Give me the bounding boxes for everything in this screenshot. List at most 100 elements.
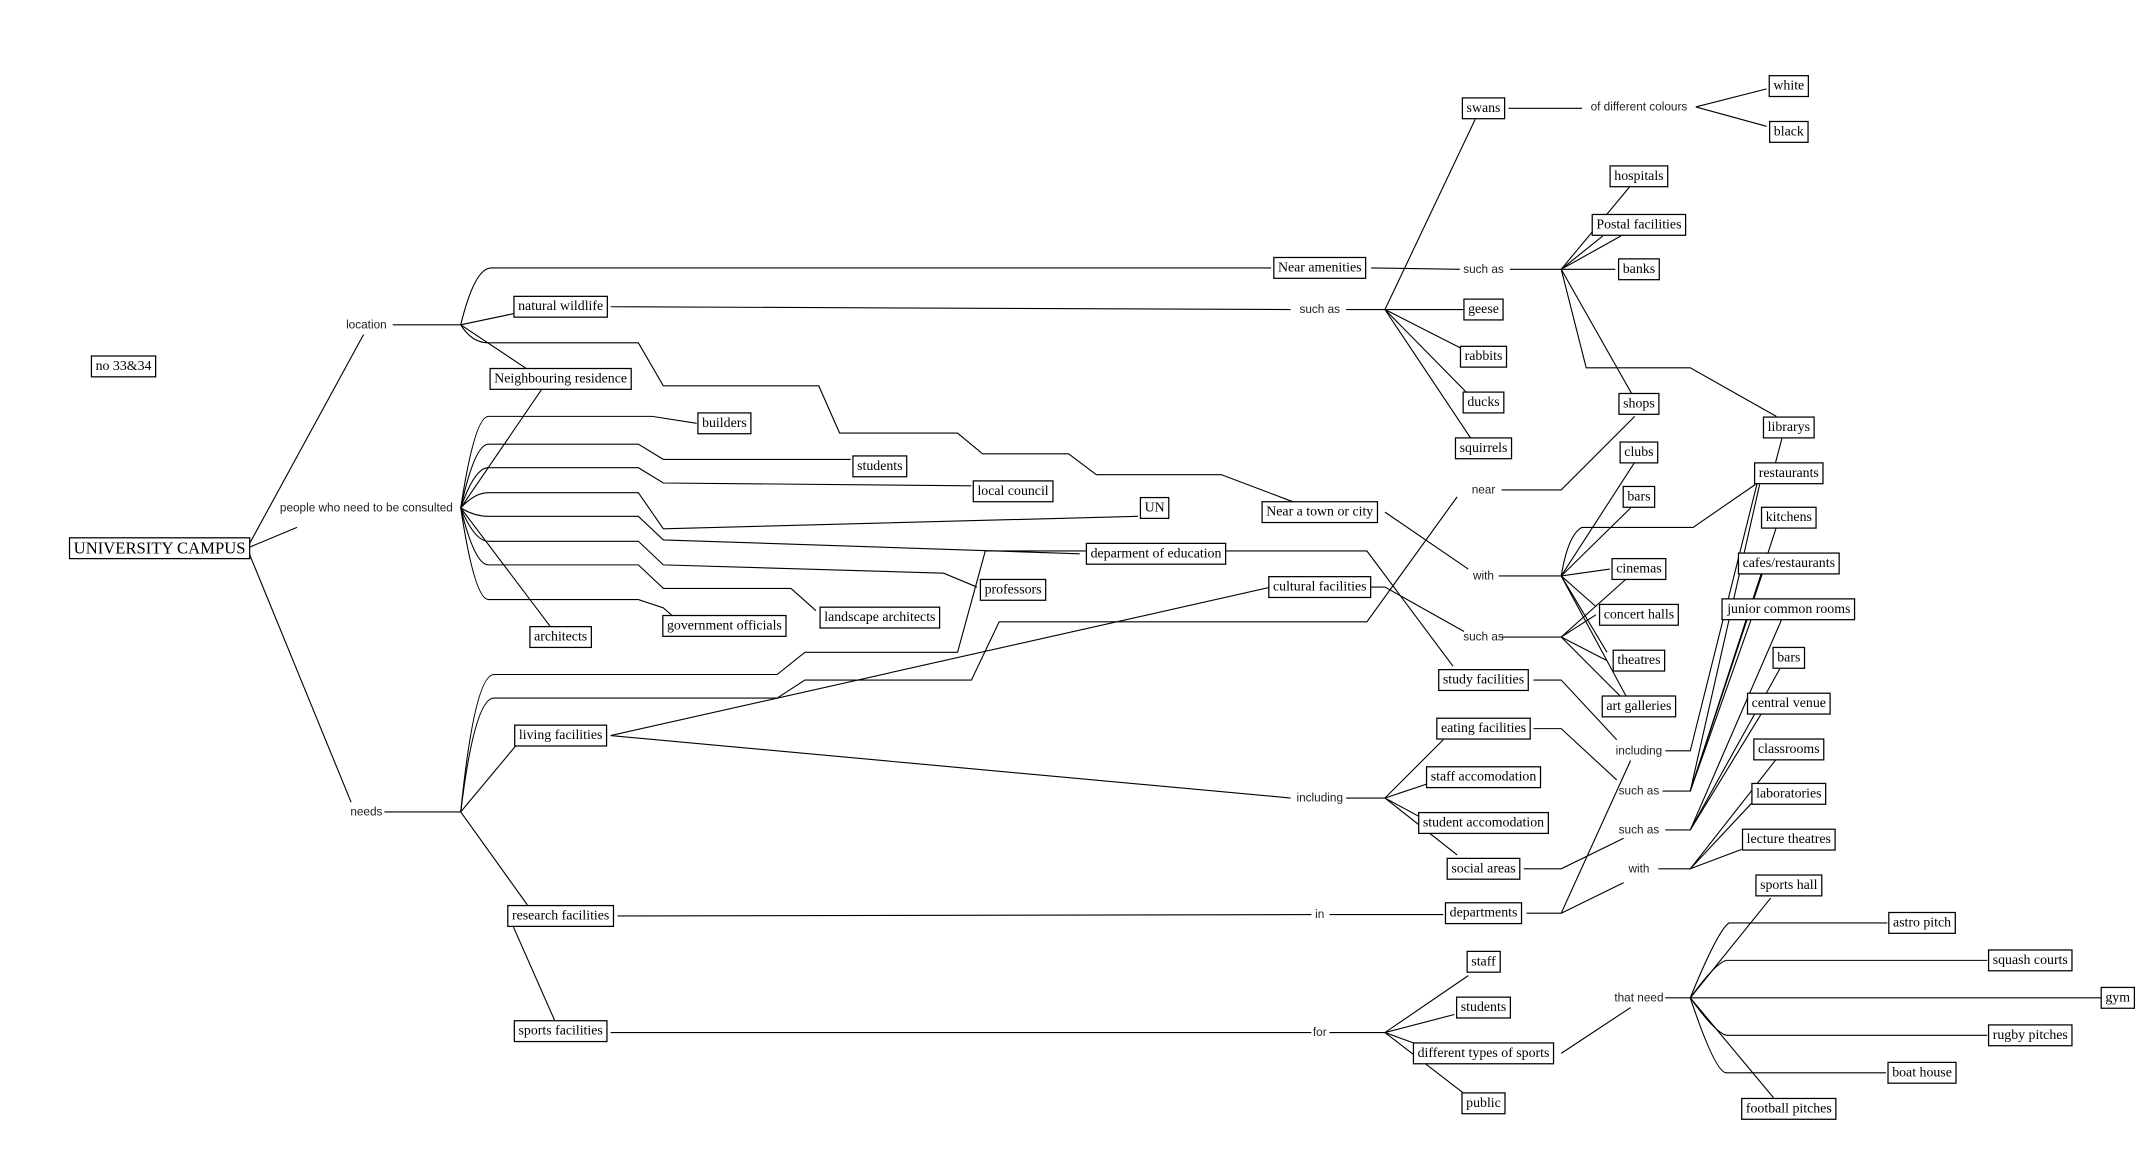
node-box: [507, 904, 615, 928]
node-box: [1273, 256, 1367, 279]
node-dept-education[interactable]: deparment of education: [1085, 542, 1227, 565]
node-landscape-architects[interactable]: landscape architects: [819, 606, 941, 629]
node-research-facilities[interactable]: research facilities: [507, 904, 615, 928]
node-text: kitchens: [1766, 510, 1812, 525]
connector-line: [1533, 728, 1618, 781]
node-clubs[interactable]: clubs: [1619, 441, 1659, 464]
node-study-facilities[interactable]: study facilities: [1438, 669, 1529, 692]
connector-line: [1561, 568, 1610, 577]
node-text: needs: [350, 805, 382, 818]
node-text: UN: [1145, 500, 1165, 515]
node-banks[interactable]: banks: [1617, 258, 1660, 281]
connector-line: [460, 324, 1295, 503]
node-kitchens[interactable]: kitchens: [1760, 506, 1817, 529]
node-text: local council: [977, 484, 1048, 499]
node-box: [489, 367, 632, 390]
node-near-town[interactable]: Near a town or city: [1261, 501, 1379, 524]
node-swans[interactable]: swans: [1461, 97, 1506, 120]
node-restaurants[interactable]: restaurants: [1753, 462, 1824, 485]
node-text: cinemas: [1616, 562, 1661, 577]
node-builders[interactable]: builders: [697, 412, 752, 435]
node-departments[interactable]: departments: [1444, 902, 1523, 925]
connector-line: [1526, 760, 1632, 914]
node-postal-facilities[interactable]: Postal facilities: [1591, 213, 1687, 236]
node-text: black: [1774, 124, 1804, 139]
node-black[interactable]: black: [1769, 120, 1809, 143]
connector-line: [460, 313, 514, 326]
node-public[interactable]: public: [1461, 1092, 1506, 1115]
node-professors[interactable]: professors: [979, 578, 1047, 601]
node-art-galleries[interactable]: art galleries: [1601, 695, 1677, 718]
node-architects[interactable]: architects: [529, 625, 592, 649]
node-cultural-facilities[interactable]: cultural facilities: [1268, 576, 1372, 599]
node-text: football pitches: [1746, 1101, 1832, 1116]
node-un[interactable]: UN: [1139, 496, 1170, 520]
node-different-sports[interactable]: different types of sports: [1412, 1042, 1555, 1065]
node-junior-common-rooms[interactable]: junior common rooms: [1721, 598, 1856, 621]
node-box: [1268, 576, 1372, 599]
node-geese[interactable]: geese: [1463, 298, 1504, 321]
node-student-accomodation[interactable]: student accomodation: [1418, 811, 1549, 835]
node-staff-accomodation[interactable]: staff accomodation: [1425, 766, 1542, 789]
node-cafes-restaurants[interactable]: cafes/restaurants: [1737, 552, 1840, 575]
node-gym[interactable]: gym: [2100, 986, 2136, 1009]
connector-line: [1384, 797, 1419, 817]
node-sports-hall[interactable]: sports hall: [1755, 874, 1823, 897]
node-students-consulted[interactable]: students: [852, 455, 908, 478]
node-text: staff accomodation: [1431, 770, 1537, 785]
node-local-council[interactable]: local council: [972, 480, 1054, 503]
connector-line: [460, 507, 552, 628]
node-shops[interactable]: shops: [1618, 392, 1660, 415]
node-cinemas[interactable]: cinemas: [1611, 558, 1667, 581]
node-text: cultural facilities: [1273, 580, 1367, 595]
node-rabbits[interactable]: rabbits: [1459, 345, 1508, 368]
node-squash-courts[interactable]: squash courts: [1987, 949, 2073, 972]
node-box: [1741, 1097, 1837, 1120]
node-laboratories[interactable]: laboratories: [1751, 782, 1827, 805]
node-text: public: [1466, 1096, 1501, 1111]
node-note[interactable]: no 33&34: [90, 355, 157, 378]
node-neighbouring-residence[interactable]: Neighbouring residence: [489, 367, 632, 390]
node-box: [972, 480, 1054, 503]
node-title-node[interactable]: UNIVERSITY CAMPUS: [68, 537, 251, 560]
connector-line: [460, 744, 517, 813]
node-librarys[interactable]: librarys: [1762, 416, 1815, 439]
node-text: natural wildlife: [518, 299, 603, 314]
connector-line: [1384, 119, 1476, 310]
node-sports-facilities[interactable]: sports facilities: [513, 1020, 608, 1043]
node-white[interactable]: white: [1768, 75, 1809, 98]
node-text: government officials: [667, 618, 782, 633]
node-bars-social[interactable]: bars: [1772, 646, 1806, 669]
node-bars-town[interactable]: bars: [1622, 485, 1656, 508]
node-boat-house[interactable]: boat house: [1887, 1061, 1957, 1084]
node-classrooms[interactable]: classrooms: [1753, 738, 1825, 761]
node-box: [852, 455, 908, 478]
node-theatres[interactable]: theatres: [1612, 649, 1666, 672]
node-staff[interactable]: staff: [1466, 950, 1501, 973]
node-social-areas[interactable]: social areas: [1446, 857, 1521, 880]
node-eating-facilities[interactable]: eating facilities: [1436, 717, 1531, 740]
node-government-officials[interactable]: government officials: [662, 614, 787, 637]
node-central-venue[interactable]: central venue: [1746, 692, 1831, 715]
node-text: with: [1627, 862, 1649, 875]
node-students-sports[interactable]: students: [1455, 996, 1512, 1019]
node-box: [1444, 902, 1523, 925]
node-rugby-pitches[interactable]: rugby pitches: [1987, 1024, 2073, 1047]
node-football-pitches[interactable]: football pitches: [1741, 1097, 1837, 1120]
node-box: [1459, 345, 1508, 368]
connector-line: [1560, 614, 1597, 638]
node-near-amenities[interactable]: Near amenities: [1273, 256, 1367, 279]
node-living-facilities[interactable]: living facilities: [514, 724, 608, 747]
node-hospitals[interactable]: hospitals: [1609, 165, 1669, 188]
node-squirrels[interactable]: squirrels: [1454, 437, 1513, 460]
node-natural-wildlife[interactable]: natural wildlife: [513, 295, 608, 318]
node-ducks[interactable]: ducks: [1462, 391, 1505, 414]
node-astro-pitch[interactable]: astro pitch: [1888, 911, 1956, 934]
link-label-including-study: including: [1616, 744, 1663, 757]
node-box: [1462, 391, 1505, 414]
connector-line: [1384, 309, 1472, 439]
node-box: [1762, 416, 1815, 439]
node-lecture-theatres[interactable]: lecture theatres: [1741, 828, 1836, 851]
connector-line: [460, 324, 528, 370]
node-concert-halls[interactable]: concert halls: [1598, 603, 1679, 626]
